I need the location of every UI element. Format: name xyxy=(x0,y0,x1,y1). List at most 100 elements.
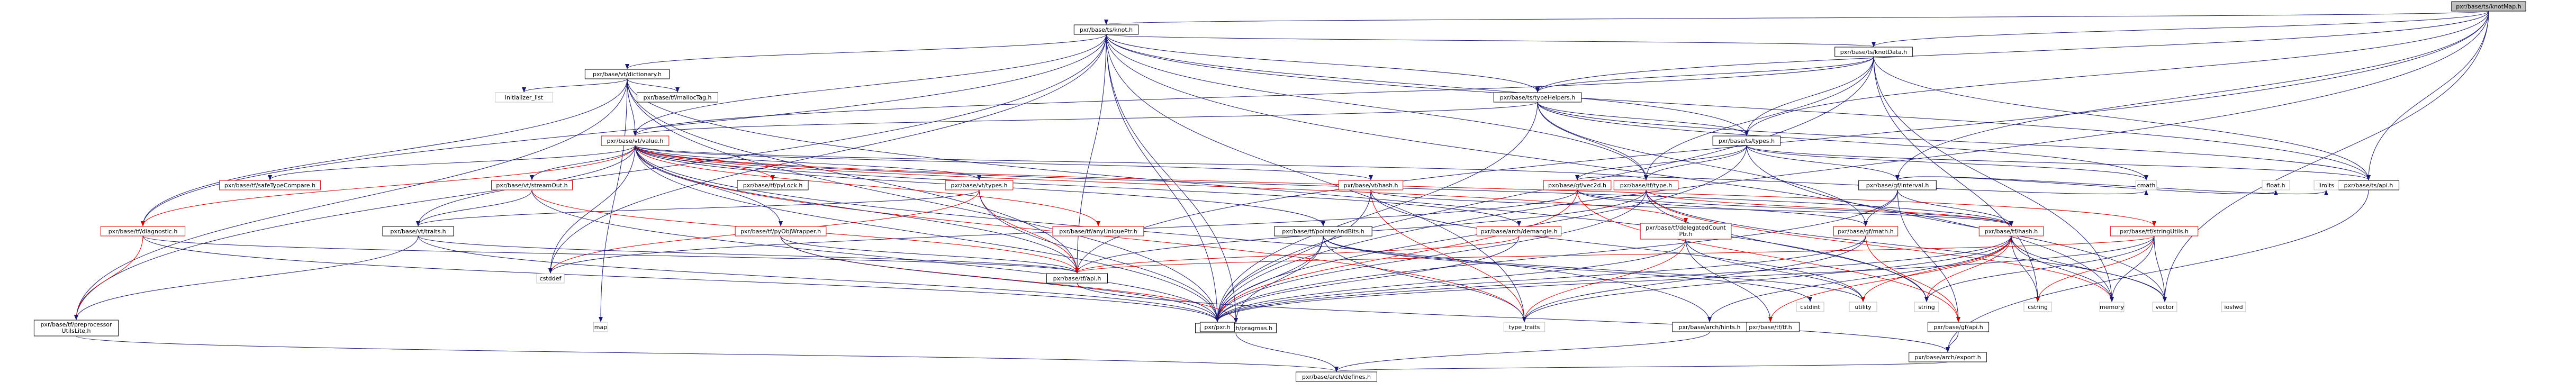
file-node[interactable]: pxr/base/tf/type.h xyxy=(1613,180,1679,190)
node-box xyxy=(382,226,454,237)
include-edge xyxy=(1873,56,2040,302)
file-node[interactable]: pxr/base/arch/export.h xyxy=(1909,352,1987,362)
file-node[interactable]: limits xyxy=(2313,180,2339,190)
include-edge xyxy=(2110,235,2155,302)
file-node[interactable]: map xyxy=(593,322,608,332)
include-edge xyxy=(1106,34,1749,136)
include-edge xyxy=(1106,34,1540,93)
node-box xyxy=(1914,302,1939,312)
file-node[interactable]: iosfwd xyxy=(2221,302,2246,312)
file-node[interactable]: initializer_list xyxy=(495,92,553,103)
include-edge xyxy=(1537,102,2371,180)
file-node[interactable]: pxr/pxr.h xyxy=(1200,322,1235,332)
file-node[interactable]: pxr/base/tf/pyObjWrapper.h xyxy=(735,226,827,237)
node-label: pxr/base/gf/math.h xyxy=(1838,228,1893,235)
node-label: pxr/base/ts/types.h xyxy=(1719,138,1775,144)
node-label: cstring xyxy=(2028,304,2048,311)
file-node[interactable]: pxr/base/vt/traits.h xyxy=(382,226,454,237)
file-node[interactable]: float.h xyxy=(2262,180,2290,190)
node-box xyxy=(1543,180,1612,190)
include-edge xyxy=(1746,145,2148,180)
node-label: iosfwd xyxy=(2224,304,2243,311)
include-edge xyxy=(1235,332,1339,372)
include-edge xyxy=(2366,11,2489,180)
include-edge xyxy=(142,235,1079,274)
node-label: pxr/base/tf/delegatedCount xyxy=(1646,224,1726,231)
node-box xyxy=(1296,371,1377,382)
file-node[interactable]: cstring xyxy=(2023,302,2052,312)
node-box xyxy=(1849,302,1877,312)
file-node[interactable]: pxr/base/tf/stringUtils.h xyxy=(2110,226,2199,237)
file-node[interactable]: pxr/base/vt/streamOut.h xyxy=(491,180,573,190)
node-label: pxr/base/ts/typeHelpers.h xyxy=(1500,94,1576,101)
node-box xyxy=(2451,1,2526,12)
file-node[interactable]: cmath xyxy=(2135,180,2157,190)
include-edge xyxy=(1370,189,1526,322)
file-node[interactable]: pxr/base/vt/dictionary.h xyxy=(584,69,670,79)
file-node[interactable]: pxr/base/ts/types.h xyxy=(1712,135,1781,146)
node-box xyxy=(491,180,573,190)
file-node[interactable]: pxr/base/tf/pyLock.h xyxy=(737,180,809,190)
file-node[interactable]: pxr/base/tf/api.h xyxy=(1046,273,1108,284)
include-edge xyxy=(2036,235,2155,302)
node-box xyxy=(1927,322,1990,332)
file-node[interactable]: pxr/base/tf/diagnostic.h xyxy=(100,226,186,237)
file-node[interactable]: pxr/base/tf/pointerAndBits.h xyxy=(1274,226,1372,237)
node-label: pxr/base/ts/knotMap.h xyxy=(2456,3,2521,10)
file-node[interactable]: cstdint xyxy=(1796,302,1824,312)
node-box xyxy=(1046,273,1108,284)
include-edge xyxy=(74,235,143,320)
file-node[interactable]: pxr/base/tf/anyUniquePtr.h xyxy=(1052,226,1144,237)
node-label: pxr/base/vt/hash.h xyxy=(1343,182,1398,189)
file-node[interactable]: pxr/base/gf/vec2d.h xyxy=(1543,180,1612,190)
include-edge xyxy=(1872,11,2489,47)
include-edge xyxy=(635,145,783,226)
file-node[interactable]: pxr/base/arch/defines.h xyxy=(1296,371,1377,382)
file-node[interactable]: pxr/base/gf/api.h xyxy=(1927,322,1990,332)
include-edge xyxy=(548,34,1107,274)
include-edge xyxy=(1370,189,1865,302)
file-node[interactable]: pxr/base/ts/typeHelpers.h xyxy=(1493,92,1582,103)
file-node[interactable]: vector xyxy=(2152,302,2177,312)
include-edge xyxy=(418,235,1219,322)
include-edge xyxy=(142,235,1219,322)
file-node[interactable]: type_traits xyxy=(1503,322,1545,332)
include-edge xyxy=(1075,235,1520,274)
include-edge xyxy=(1215,235,1520,322)
include-edge xyxy=(1575,145,1747,180)
file-node[interactable]: cstddef xyxy=(536,273,565,284)
include-edge xyxy=(627,78,1219,322)
node-label: pxr/base/tf/stringUtils.h xyxy=(2120,228,2189,235)
file-node[interactable]: pxr/base/gf/math.h xyxy=(1833,226,1899,237)
file-node[interactable]: string xyxy=(1914,302,1939,312)
include-edge xyxy=(1746,145,2167,302)
file-node[interactable]: pxr/base/arch/hints.h xyxy=(1672,322,1747,332)
include-edge xyxy=(1215,235,1866,322)
file-node[interactable]: pxr/base/ts/api.h xyxy=(2337,180,2400,190)
node-box xyxy=(1858,180,1937,190)
file-node[interactable]: pxr/base/arch/demangle.h xyxy=(1476,226,1562,237)
file-node[interactable]: pxr/base/vt/hash.h xyxy=(1338,180,1404,190)
file-node[interactable]: utility xyxy=(1849,302,1877,312)
node-box xyxy=(1672,322,1747,332)
include-edge xyxy=(1707,235,2012,322)
file-node[interactable]: pxr/base/tf/hash.h xyxy=(1978,226,2044,237)
file-node[interactable]: pxr/base/ts/knotData.h xyxy=(1834,47,1913,57)
include-edge xyxy=(1106,34,2114,302)
root-file-node: pxr/base/ts/knotMap.h xyxy=(2451,1,2526,12)
include-edge xyxy=(548,145,636,274)
file-node[interactable]: pxr/base/vt/value.h xyxy=(601,135,670,146)
include-edge xyxy=(1370,189,2013,226)
file-node[interactable]: memory xyxy=(2099,302,2124,312)
file-node[interactable]: pxr/base/tf/tf.h xyxy=(1741,322,1800,332)
file-node[interactable]: pxr/base/tf/safeTypeCompare.h xyxy=(219,180,321,190)
file-node[interactable]: pxr/base/vt/types.h xyxy=(945,180,1014,190)
include-edge xyxy=(627,78,1079,274)
file-node[interactable]: pxr/base/tf/mallocTag.h xyxy=(637,92,718,103)
file-node[interactable]: pxr/base/gf/interval.h xyxy=(1858,180,1937,190)
file-node[interactable]: pxr/base/ts/knot.h xyxy=(1073,24,1139,35)
include-edge xyxy=(635,145,1688,223)
node-label: pxr/base/arch/demangle.h xyxy=(1481,228,1558,235)
